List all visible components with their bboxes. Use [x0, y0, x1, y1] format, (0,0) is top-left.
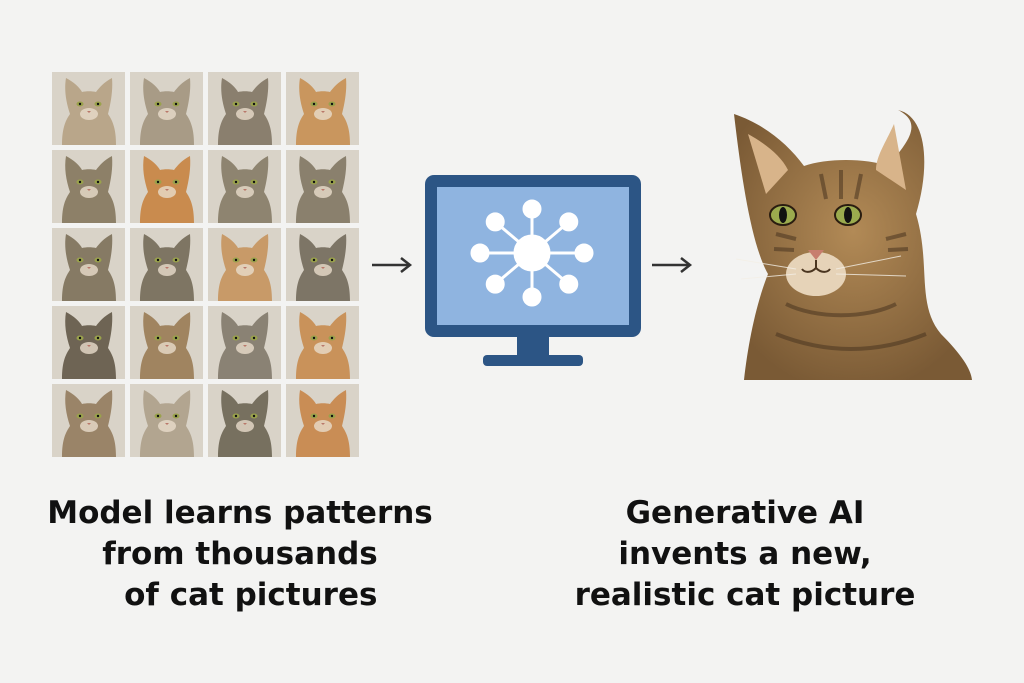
neural-network-icon [470, 199, 594, 307]
cat-thumbnail [130, 306, 203, 379]
arrow-right-icon [652, 257, 693, 273]
cat-thumbnail [52, 306, 125, 379]
cat-thumbnail [286, 228, 359, 301]
computer-monitor-icon [425, 175, 641, 366]
cat-thumbnail [286, 72, 359, 145]
cat-thumbnail [130, 228, 203, 301]
cat-thumbnail [52, 150, 125, 223]
cat-thumbnail [208, 150, 281, 223]
cat-thumbnail [130, 384, 203, 457]
generation-caption: Generative AI invents a new, realistic c… [574, 495, 916, 613]
cat-thumbnail [52, 228, 125, 301]
cat-thumbnail [130, 72, 203, 145]
cat-thumbnail [52, 384, 125, 457]
cat-thumbnail [286, 306, 359, 379]
cat-thumbnail [286, 150, 359, 223]
cat-thumbnail [208, 306, 281, 379]
training-cat-image-grid [52, 72, 359, 457]
generated-cat-image [734, 110, 972, 380]
cat-thumbnail [52, 72, 125, 145]
arrow-right-icon [372, 257, 413, 273]
cat-thumbnail [130, 150, 203, 223]
cat-thumbnail [208, 228, 281, 301]
cat-thumbnail [286, 384, 359, 457]
cat-thumbnail [208, 384, 281, 457]
cat-thumbnail [208, 72, 281, 145]
training-caption: Model learns patterns from thousands of … [47, 495, 433, 613]
